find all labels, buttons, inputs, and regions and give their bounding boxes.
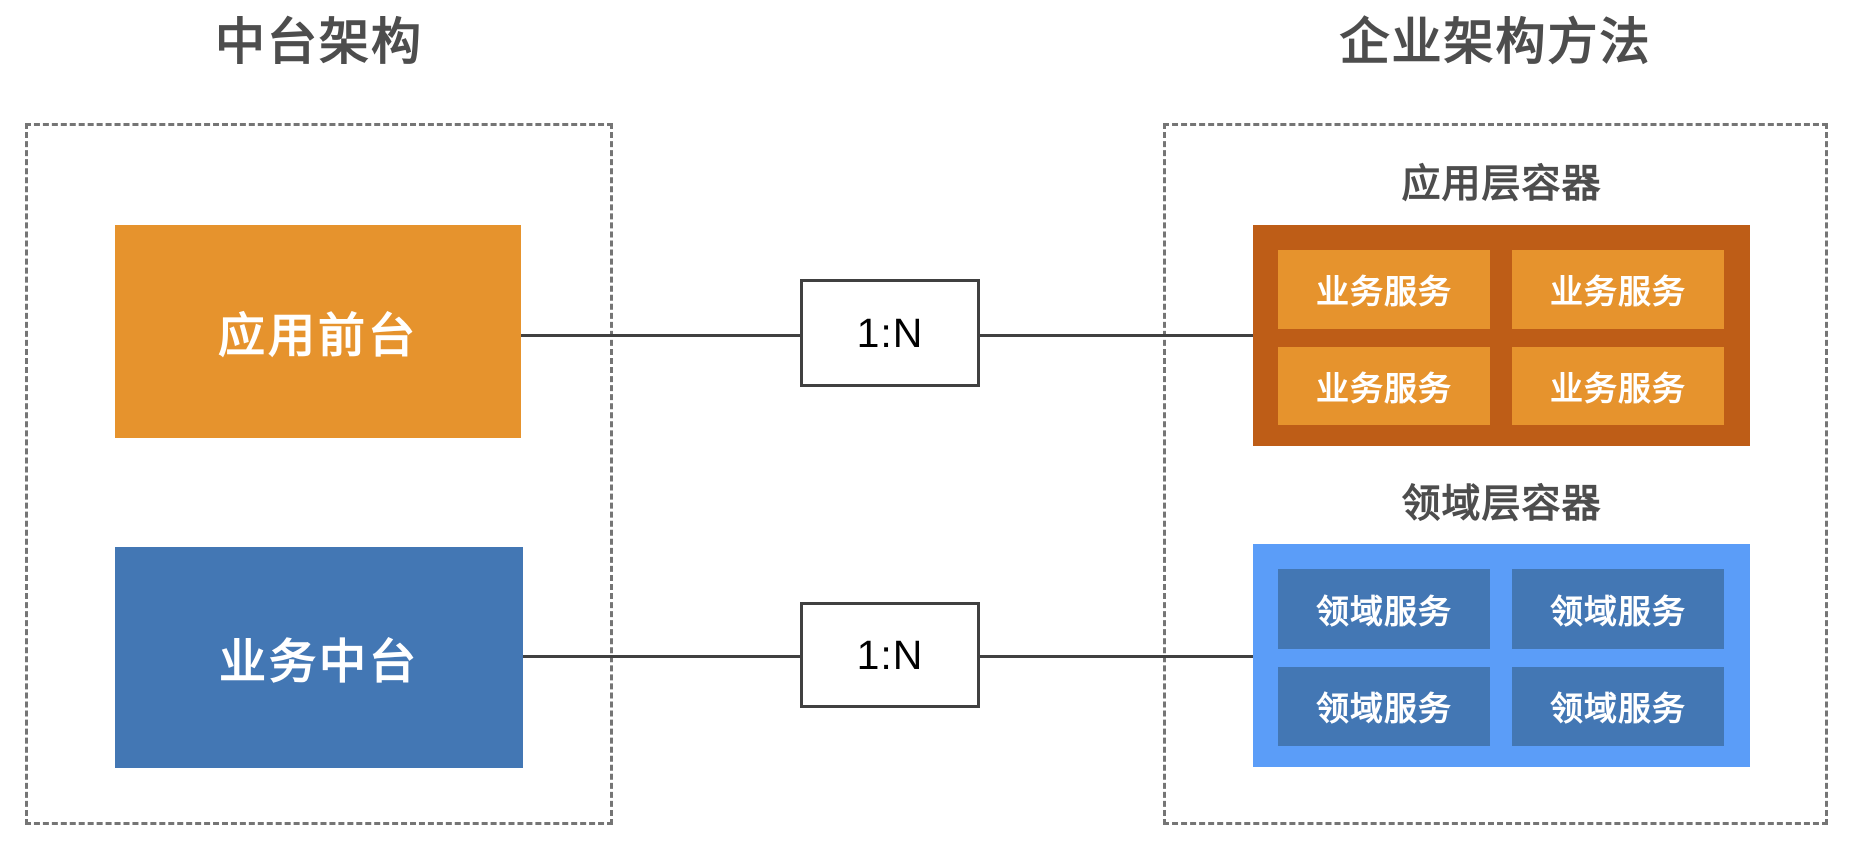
business-service-box: 业务服务 — [1278, 346, 1490, 425]
node-business-middle-platform: 业务中台 — [115, 547, 523, 768]
relation-box-top: 1:N — [800, 279, 980, 387]
domain-service-box: 领域服务 — [1278, 666, 1490, 746]
domain-layer-container: 领域服务 领域服务 领域服务 领域服务 — [1253, 544, 1750, 767]
domain-layer-container-label: 领域层容器 — [1401, 483, 1602, 526]
app-layer-container-label: 应用层容器 — [1401, 163, 1602, 206]
right-panel-dashed-boundary — [1163, 123, 1828, 825]
domain-service-box: 领域服务 — [1512, 569, 1724, 649]
business-service-box: 业务服务 — [1278, 250, 1490, 329]
domain-service-box: 领域服务 — [1278, 569, 1490, 649]
business-service-box: 业务服务 — [1512, 346, 1724, 425]
domain-service-box: 领域服务 — [1512, 666, 1724, 746]
connector-line-bottom-right — [979, 655, 1255, 658]
left-panel-title: 中台架构 — [215, 14, 423, 70]
right-panel-title: 企业架构方法 — [1339, 14, 1652, 70]
connector-line-bottom-left — [523, 655, 801, 658]
connector-line-top-left — [521, 334, 801, 337]
left-panel-dashed-boundary — [25, 123, 613, 825]
connector-line-top-right — [979, 334, 1255, 337]
app-layer-container: 业务服务 业务服务 业务服务 业务服务 — [1253, 225, 1750, 446]
node-application-frontend: 应用前台 — [115, 225, 521, 438]
business-service-box: 业务服务 — [1512, 250, 1724, 329]
relation-box-bottom: 1:N — [800, 602, 980, 708]
